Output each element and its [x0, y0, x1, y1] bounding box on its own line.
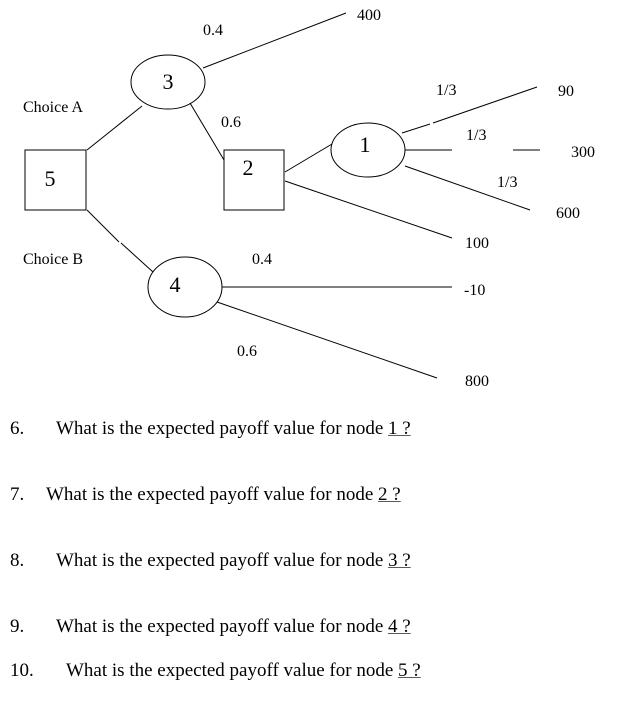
- branch-3-to-400: [202, 12, 347, 69]
- payoff-neg10: -10: [464, 282, 485, 299]
- node-reference: 4 ?: [388, 616, 411, 637]
- prob-3-up: 0.4: [203, 22, 223, 39]
- branch-3-to-2: [189, 102, 225, 161]
- prob-3-down: 0.6: [221, 114, 241, 131]
- decision-node-2: [223, 149, 285, 211]
- prob-1-bot: 1/3: [497, 174, 517, 191]
- prob-1-top: 1/3: [436, 82, 456, 99]
- question-number: 6.: [10, 418, 25, 439]
- chance-node-1: [330, 122, 406, 178]
- payoff-800: 800: [465, 373, 489, 390]
- decision-tree: 5 3 2 1 4 Choice A Choice B 0.4 0.6 1/3 …: [23, 7, 595, 390]
- chance-node-3: [130, 54, 206, 110]
- prob-1-mid: 1/3: [466, 127, 486, 144]
- node-5-label: 5: [45, 166, 56, 191]
- branch-2-to-1: [284, 143, 333, 173]
- question-text: What is the expected payoff value for no…: [56, 616, 411, 637]
- question-text: What is the expected payoff value for no…: [46, 484, 401, 505]
- branch-choice-b-2: [120, 242, 154, 273]
- question-number: 10.: [10, 660, 34, 681]
- branch-choice-a: [86, 105, 143, 151]
- prob-4-down: 0.6: [237, 343, 257, 360]
- branch-1-to-90: [401, 123, 431, 134]
- payoff-90: 90: [558, 83, 574, 100]
- node-reference: 3 ?: [388, 550, 411, 571]
- question-text: What is the expected payoff value for no…: [66, 660, 421, 681]
- chance-node-4: [147, 256, 223, 318]
- payoff-100: 100: [465, 235, 489, 252]
- payoff-300: 300: [571, 144, 595, 161]
- node-1-label: 1: [360, 132, 371, 157]
- branch-1-to-90-2: [432, 86, 538, 124]
- node-reference: 2 ?: [378, 484, 401, 505]
- payoff-400: 400: [357, 7, 381, 24]
- node-reference: 5 ?: [398, 660, 421, 681]
- question-number: 9.: [10, 616, 25, 637]
- node-reference: 1 ?: [388, 418, 411, 439]
- choice-a-label: Choice A: [23, 99, 83, 116]
- question-text: What is the expected payoff value for no…: [56, 418, 411, 439]
- payoff-600: 600: [556, 205, 580, 222]
- branch-1-to-600: [404, 165, 531, 211]
- node-2-label: 2: [243, 155, 254, 180]
- question-number: 7.: [10, 484, 25, 505]
- branch-2-to-100: [284, 180, 453, 239]
- branch-4-to-800: [216, 301, 438, 379]
- branch-choice-b: [86, 209, 120, 243]
- choice-b-label: Choice B: [23, 251, 83, 268]
- decision-node-5: [24, 149, 87, 211]
- node-3-label: 3: [163, 69, 174, 94]
- prob-4-up: 0.4: [252, 251, 272, 268]
- question-number: 8.: [10, 550, 25, 571]
- question-text: What is the expected payoff value for no…: [56, 550, 411, 571]
- node-4-label: 4: [170, 272, 181, 297]
